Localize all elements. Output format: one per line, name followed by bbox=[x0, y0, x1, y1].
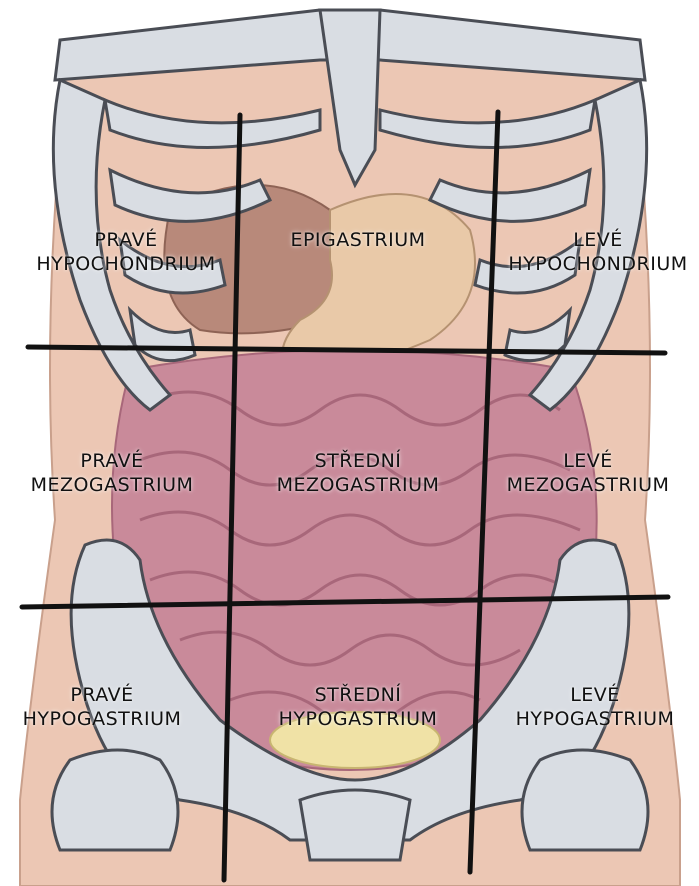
label-middle-hypogastrium: STŘEDNÍ HYPOGASTRIUM bbox=[279, 683, 438, 731]
label-right-mesogastrium: PRAVÉ MEZOGASTRIUM bbox=[31, 449, 194, 497]
label-right-hypochondrium: PRAVÉ HYPOCHONDRIUM bbox=[36, 228, 215, 276]
label-left-mesogastrium: LEVÉ MEZOGASTRIUM bbox=[507, 449, 670, 497]
label-left-hypochondrium: LEVÉ HYPOCHONDRIUM bbox=[508, 228, 687, 276]
label-right-hypogastrium: PRAVÉ HYPOGASTRIUM bbox=[23, 683, 182, 731]
label-left-hypogastrium: LEVÉ HYPOGASTRIUM bbox=[516, 683, 675, 731]
label-middle-mesogastrium: STŘEDNÍ MEZOGASTRIUM bbox=[277, 449, 440, 497]
label-epigastrium: EPIGASTRIUM bbox=[290, 228, 425, 252]
